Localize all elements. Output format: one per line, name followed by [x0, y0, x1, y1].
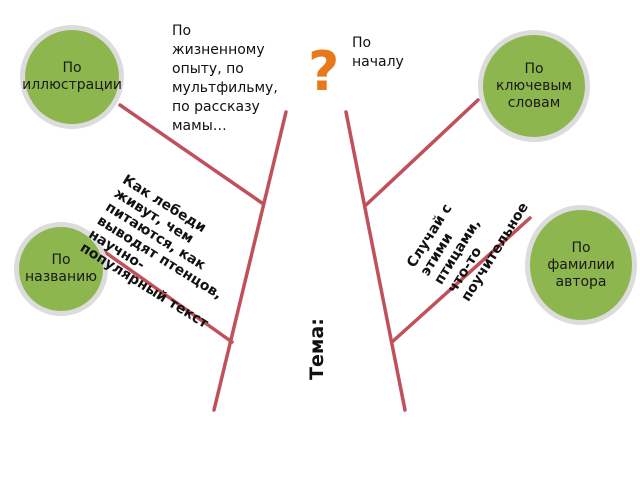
- bubble-title-label: По названию: [24, 252, 98, 285]
- branch-title-line: [93, 243, 234, 344]
- note-life-experience: По жизненному опыту, по мультфильму, по …: [172, 23, 278, 134]
- bubble-title: По названию: [14, 222, 108, 316]
- bubble-keywords: По ключевым словам: [478, 30, 590, 142]
- bubble-illustrations: По иллюстрации: [20, 25, 124, 129]
- bubble-author-label: По фамилии автора: [547, 239, 615, 290]
- branch-illustrations-line: [118, 103, 264, 205]
- branch-author-line: [390, 216, 532, 344]
- bubble-illustrations-label: По иллюстрации: [22, 60, 122, 93]
- bubble-author: По фамилии автора: [525, 205, 637, 325]
- note-beginning: По началу: [352, 35, 404, 70]
- bubble-keywords-label: По ключевым словам: [496, 60, 572, 111]
- theme-label: Тема:: [306, 318, 328, 380]
- left-spine-line: [212, 110, 288, 412]
- question-mark-icon: ?: [308, 40, 340, 103]
- right-spine-line: [344, 110, 407, 412]
- branch-keywords-line: [364, 98, 480, 207]
